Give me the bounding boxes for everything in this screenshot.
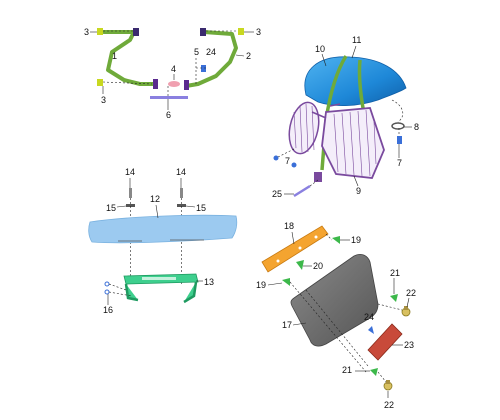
crash-bar-right-foot <box>184 80 189 90</box>
label-8: 8 <box>414 122 419 132</box>
bolt-14-right[interactable] <box>180 188 183 198</box>
label-4: 4 <box>171 64 176 74</box>
windscreen-group: 14 14 15 15 12 13 16 <box>88 167 238 315</box>
clip-19-top[interactable] <box>332 236 340 244</box>
label-17: 17 <box>282 320 292 330</box>
label-10: 10 <box>315 44 325 54</box>
label-20: 20 <box>313 261 323 271</box>
frame-foot <box>314 172 322 182</box>
side-grille-9[interactable] <box>321 107 385 179</box>
label-9: 9 <box>356 186 361 196</box>
bracket-bar-6[interactable] <box>150 96 188 99</box>
washer-15-right[interactable] <box>177 204 186 207</box>
bolt-7-right[interactable] <box>397 136 402 144</box>
crash-bar-left-foot <box>153 79 158 89</box>
label-19: 19 <box>256 280 266 290</box>
label-15: 15 <box>196 203 206 213</box>
bolt-7-left[interactable] <box>273 155 279 161</box>
label-18: 18 <box>284 221 294 231</box>
bolt-24[interactable] <box>368 326 374 334</box>
label-19: 19 <box>351 235 361 245</box>
bolt-3-top-left[interactable] <box>97 28 103 35</box>
label-14: 14 <box>125 167 135 177</box>
clip-21-top[interactable] <box>390 294 398 302</box>
label-3: 3 <box>101 95 106 105</box>
fairing-group: 10 11 8 7 7 9 25 <box>272 35 419 199</box>
nut-22-top[interactable] <box>401 306 411 317</box>
label-21: 21 <box>342 365 352 375</box>
label-6: 6 <box>166 110 171 120</box>
side-grille-left[interactable] <box>285 100 323 157</box>
label-3: 3 <box>84 27 89 37</box>
plate-group: 18 19 20 19 21 22 17 24 23 21 22 <box>256 221 416 410</box>
label-1: 1 <box>112 51 117 61</box>
label-7: 7 <box>285 156 290 166</box>
label-11: 11 <box>352 35 361 45</box>
crash-bar-group: 3 1 3 2 5 24 4 3 6 <box>84 27 261 120</box>
nut-22-bottom[interactable] <box>383 380 393 391</box>
crash-bar-right-end <box>200 28 206 36</box>
label-16: 16 <box>103 305 113 315</box>
label-24: 24 <box>206 47 216 57</box>
clip-19-left[interactable] <box>282 278 290 286</box>
label-13: 13 <box>204 277 214 287</box>
label-22: 22 <box>384 400 394 410</box>
crash-bar-left-end <box>133 28 139 36</box>
plate-17[interactable] <box>290 254 379 347</box>
mounting-bracket-13[interactable] <box>123 273 199 304</box>
bolt-7-left-b[interactable] <box>291 162 297 168</box>
bolt-3-top-right[interactable] <box>238 28 244 35</box>
bolt-3-bottom-left[interactable] <box>97 79 103 86</box>
label-2: 2 <box>246 51 251 61</box>
bracket-20[interactable] <box>296 260 304 270</box>
bolt-14-left[interactable] <box>129 188 132 198</box>
fastener-16-b[interactable] <box>104 289 110 295</box>
label-12: 12 <box>150 194 160 204</box>
windscreen-12[interactable] <box>88 214 238 244</box>
fastener-16-a[interactable] <box>104 281 110 287</box>
crash-bar-right[interactable] <box>184 30 238 88</box>
label-22: 22 <box>406 288 416 298</box>
rubber-part-4[interactable] <box>168 81 180 87</box>
label-7: 7 <box>397 158 402 168</box>
bolt-24-top[interactable] <box>201 65 206 72</box>
label-25: 25 <box>272 189 282 199</box>
reflector-23[interactable] <box>367 323 403 361</box>
bolt-25[interactable] <box>293 184 311 198</box>
label-15: 15 <box>106 203 116 213</box>
washer-15-left[interactable] <box>126 204 135 207</box>
clip-21-bottom[interactable] <box>370 368 378 376</box>
label-3: 3 <box>256 27 261 37</box>
label-23: 23 <box>404 340 414 350</box>
label-21: 21 <box>390 268 400 278</box>
label-24: 24 <box>364 312 374 322</box>
fairing-shell-10[interactable] <box>304 56 407 106</box>
washer-8[interactable] <box>391 122 405 130</box>
label-5: 5 <box>194 47 199 57</box>
label-14: 14 <box>176 167 186 177</box>
